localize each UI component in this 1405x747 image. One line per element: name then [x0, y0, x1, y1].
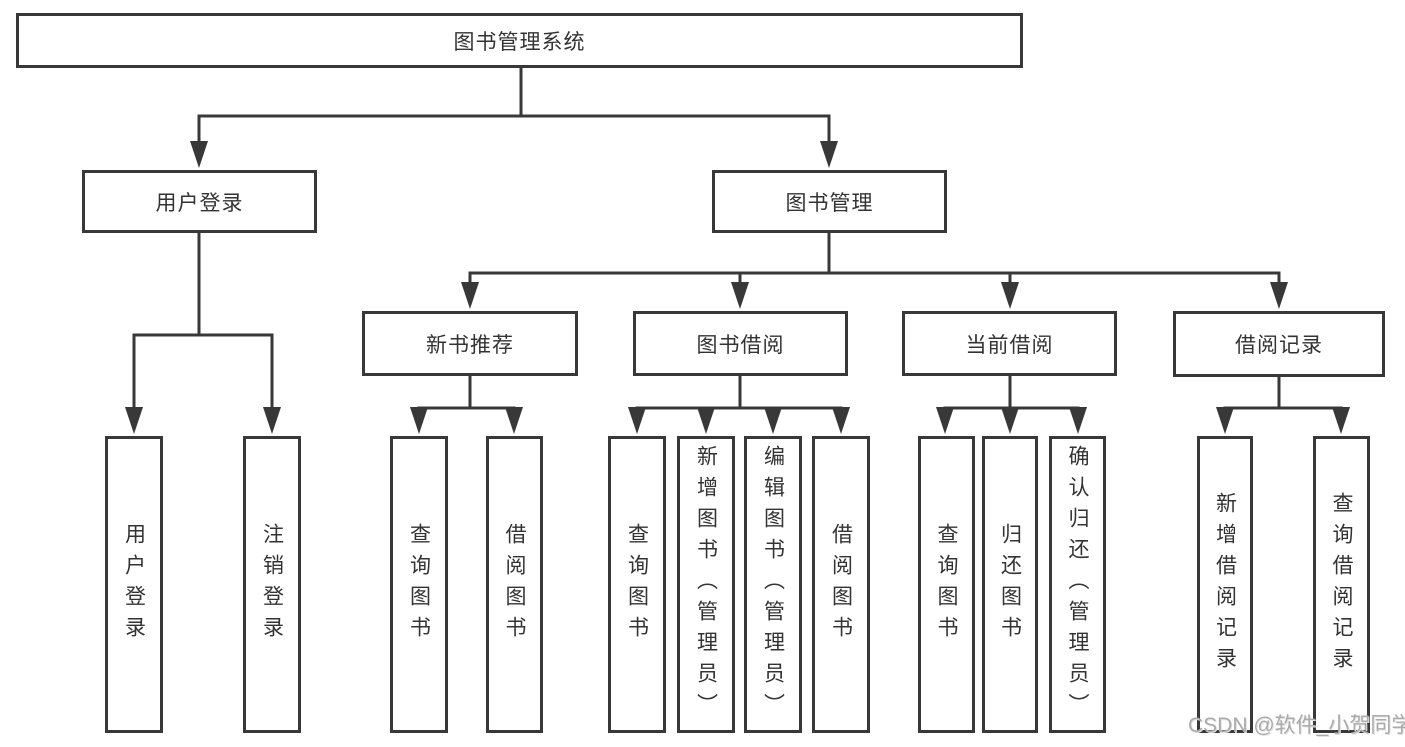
leaf-current-confirm-return-admin-label: 确认归还（管理员）	[1066, 445, 1089, 724]
node-book-management: 图书管理	[712, 170, 947, 233]
leaf-borrow-add-books-admin-label: 新增图书（管理员）	[694, 445, 718, 724]
connector-new-book-branch	[410, 374, 523, 434]
leaf-user-login-label: 用户登录	[122, 522, 146, 647]
node-new-book-recommend: 新书推荐	[362, 311, 578, 376]
leaf-current-return-books-label: 归还图书	[998, 522, 1022, 647]
connector-user-login-branch	[125, 231, 281, 434]
csdn-watermark: CSDN @软件_小贺同学	[1188, 714, 1405, 737]
node-borrowing-records: 借阅记录	[1173, 311, 1385, 377]
node-book-borrowing: 图书借阅	[633, 311, 848, 376]
leaf-borrow-query-books-label: 查询图书	[625, 522, 649, 647]
leaf-current-query-books-label: 查询图书	[935, 522, 958, 647]
node-current-borrowing: 当前借阅	[902, 311, 1117, 376]
leaf-newbook-borrow-books: 借阅图书	[486, 436, 543, 733]
node-borrowing-records-label: 借阅记录	[1235, 334, 1323, 357]
connector-book-mgmt-branch	[461, 231, 1288, 309]
leaf-current-confirm-return-admin: 确认归还（管理员）	[1049, 436, 1106, 733]
leaf-borrow-add-books-admin: 新增图书（管理员）	[677, 436, 735, 733]
node-current-borrowing-label: 当前借阅	[965, 333, 1054, 357]
node-new-book-recommend-label: 新书推荐	[426, 333, 514, 357]
node-user-login: 用户登录	[82, 170, 317, 233]
node-library-system-label: 图书管理系统	[453, 30, 586, 54]
leaf-logout-label: 注销登录	[260, 522, 284, 647]
leaf-current-return-books: 归还图书	[982, 436, 1038, 733]
connector-root-branch	[190, 66, 838, 168]
node-book-management-label: 图书管理	[785, 191, 874, 215]
leaf-record-query-borrow-record-label: 查询借阅记录	[1330, 491, 1353, 678]
leaf-borrow-edit-books-admin: 编辑图书（管理员）	[744, 436, 802, 733]
node-user-login-label: 用户登录	[155, 191, 244, 215]
leaf-record-query-borrow-record: 查询借阅记录	[1313, 436, 1370, 733]
leaf-record-add-borrow-record-label: 新增借阅记录	[1213, 491, 1237, 678]
connector-book-borrow-branch	[628, 374, 850, 434]
leaf-logout: 注销登录	[243, 436, 301, 733]
leaf-borrow-borrow-books: 借阅图书	[812, 436, 870, 733]
leaf-record-add-borrow-record: 新增借阅记录	[1197, 436, 1253, 733]
leaf-newbook-borrow-books-label: 借阅图书	[503, 522, 526, 647]
leaf-newbook-query-books-label: 查询图书	[407, 522, 431, 647]
connector-borrow-record-branch	[1216, 375, 1350, 434]
node-library-system: 图书管理系统	[16, 13, 1023, 68]
leaf-borrow-edit-books-admin-label: 编辑图书（管理员）	[761, 445, 785, 724]
leaf-borrow-query-books: 查询图书	[608, 436, 666, 733]
node-book-borrowing-label: 图书借阅	[696, 333, 785, 357]
connector-current-borrow-branch	[936, 374, 1087, 434]
leaf-newbook-query-books: 查询图书	[390, 436, 448, 733]
leaf-user-login: 用户登录	[105, 436, 163, 733]
leaf-borrow-borrow-books-label: 借阅图书	[829, 522, 853, 647]
leaf-current-query-books: 查询图书	[918, 436, 975, 733]
